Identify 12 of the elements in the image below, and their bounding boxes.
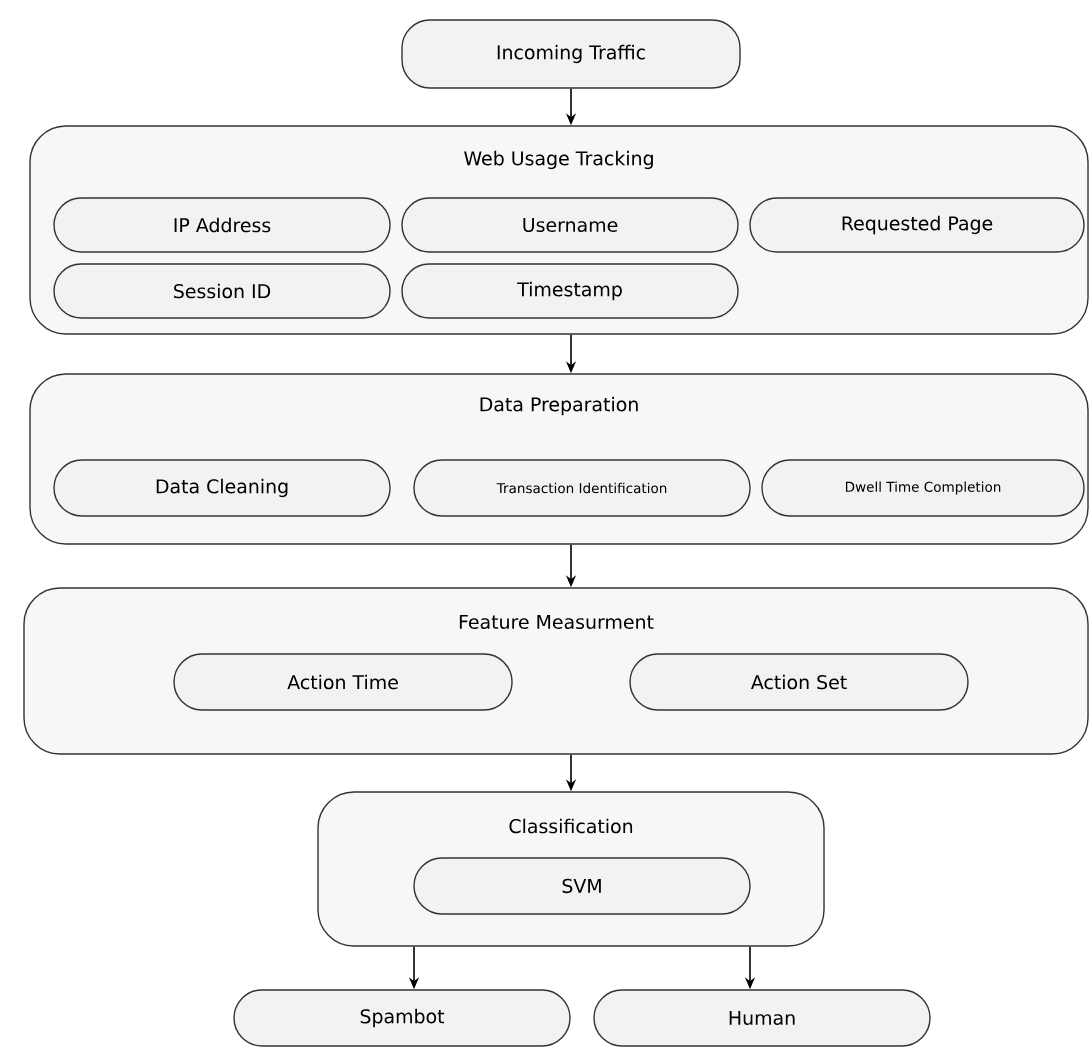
process-box: Human: [593, 989, 931, 1047]
process-box: Action Set: [629, 653, 969, 711]
process-box: Action Time: [173, 653, 513, 711]
process-box: SVM: [413, 857, 751, 915]
process-box: IP Address: [53, 197, 391, 253]
process-box: Spambot: [233, 989, 571, 1047]
process-box: Data Cleaning: [53, 459, 391, 517]
process-box: Incoming Traffic: [401, 19, 741, 89]
process-box: Username: [401, 197, 739, 253]
process-box: Session ID: [53, 263, 391, 319]
process-box: Timestamp: [401, 263, 739, 319]
process-box: Requested Page: [749, 197, 1085, 253]
